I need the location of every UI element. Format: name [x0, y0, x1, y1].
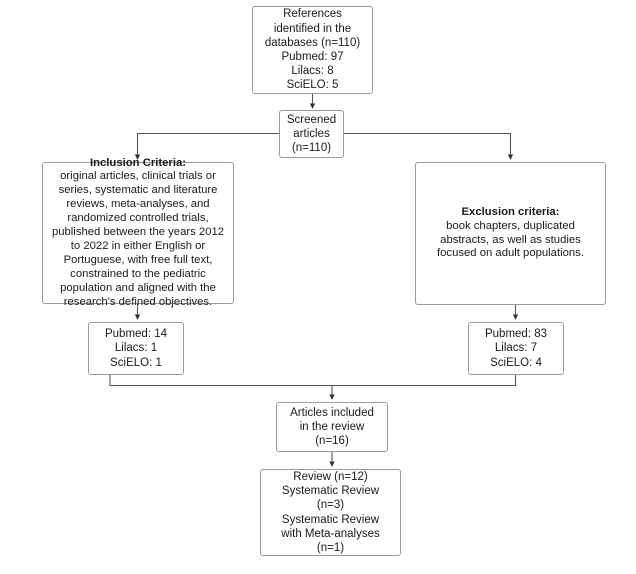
node-included-counts: Pubmed: 14 Lilacs: 1 SciELO: 1	[88, 322, 184, 375]
exclusion-heading: Exclusion criteria:	[461, 205, 560, 218]
articles-included-line-2: in the review	[299, 420, 365, 433]
references-count-pubmed: Pubmed: 97	[281, 51, 344, 63]
study-type-systematic-review-meta: Systematic Review	[281, 513, 380, 526]
study-type-review: Review (n=12)	[293, 470, 368, 483]
included-count-scielo: SciELO: 1	[110, 356, 162, 369]
node-exclusion-criteria: Exclusion criteria: book chapters, dupli…	[415, 162, 606, 305]
study-type-meta-analyses-count: (n=1)	[316, 541, 345, 554]
study-type-systematic-review-count: (n=3)	[316, 499, 345, 512]
node-excluded-counts: Pubmed: 83 Lilacs: 7 SciELO: 4	[468, 322, 564, 375]
node-references-identified: References identified in the databases (…	[252, 6, 373, 94]
inclusion-body: original articles, clinical trials or se…	[51, 170, 225, 308]
screened-count: (n=110)	[291, 142, 332, 155]
included-count-lilacs: Lilacs: 1	[114, 342, 158, 355]
excluded-count-lilacs: Lilacs: 7	[494, 342, 538, 355]
excluded-count-scielo: SciELO: 4	[490, 356, 542, 369]
articles-included-count: (n=16)	[315, 435, 349, 448]
study-type-meta-analyses: with Meta-analyses	[281, 527, 380, 540]
screened-line-1: Screened	[286, 113, 337, 126]
articles-included-line-1: Articles included	[290, 406, 374, 419]
screened-line-2: articles	[293, 127, 330, 140]
study-type-systematic-review: Systematic Review	[281, 485, 380, 498]
references-line-2: identified in the	[273, 22, 352, 35]
node-articles-included-in-review: Articles included in the review (n=16)	[276, 402, 388, 452]
node-screened-articles: Screened articles (n=110)	[279, 110, 344, 158]
connector-included-counts-to-articles	[109, 375, 335, 400]
connector-screened-to-inclusion	[134, 132, 279, 160]
included-count-pubmed: Pubmed: 14	[104, 328, 167, 341]
references-count-scielo: SciELO: 5	[286, 79, 339, 92]
exclusion-body: book chapters, duplicated abstracts, as …	[437, 219, 584, 260]
references-line-3: databases (n=110)	[264, 36, 361, 49]
node-inclusion-criteria: Inclusion Criteria: original articles, c…	[42, 157, 234, 308]
node-study-types-breakdown: Review (n=12) Systematic Review (n=3) Sy…	[260, 469, 401, 556]
inclusion-heading: Inclusion Criteria:	[89, 156, 187, 169]
references-count-lilacs: Lilacs: 8	[291, 65, 334, 78]
connector-excluded-counts-to-articles	[332, 375, 517, 387]
excluded-count-pubmed: Pubmed: 83	[484, 328, 547, 341]
connector-screened-to-exclusion	[344, 132, 514, 160]
references-line-1: References	[283, 8, 342, 21]
